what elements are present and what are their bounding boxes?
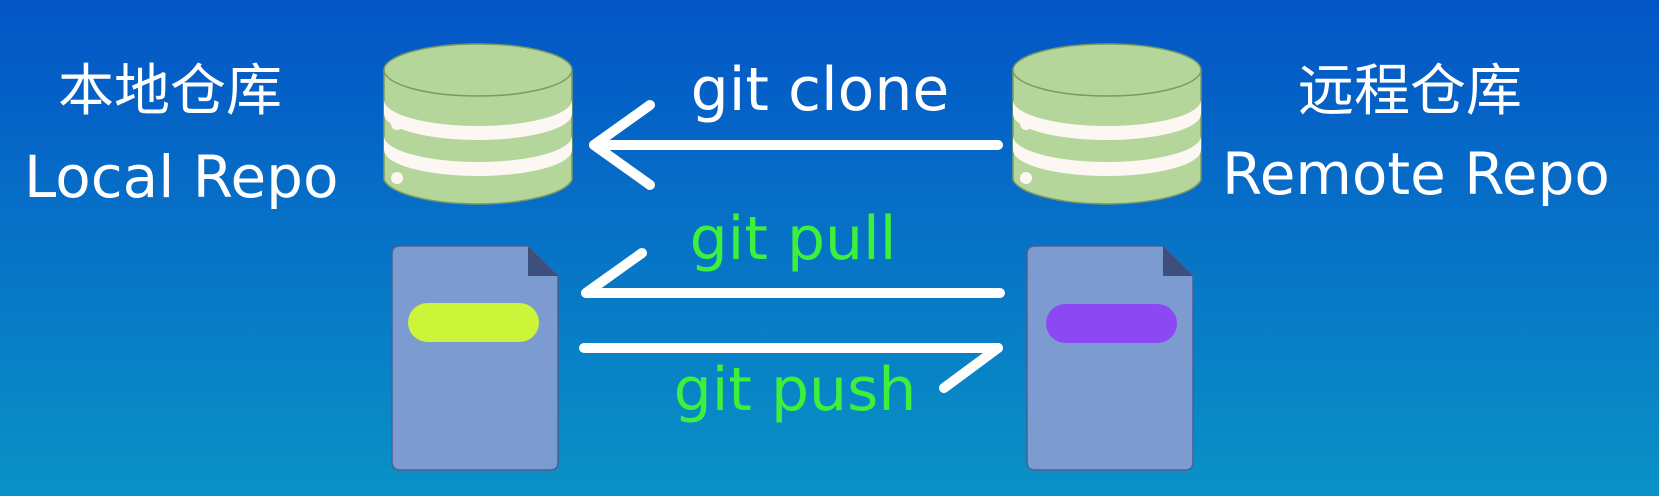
remote-database-icon (1012, 43, 1202, 205)
remote-file-icon (1026, 245, 1194, 471)
remote-file-content-bar (1046, 304, 1177, 343)
clone-arrow (589, 100, 1003, 190)
remote-repo-title-en: Remote Repo (1222, 140, 1610, 208)
push-arrow (579, 343, 1003, 393)
local-database-icon (383, 43, 573, 205)
git-push-label: git push (674, 355, 917, 425)
pull-arrow (581, 248, 1005, 298)
local-file-icon (391, 245, 559, 471)
git-pull-label: git pull (690, 204, 897, 274)
remote-repo-title-zh: 远程仓库 (1298, 59, 1522, 124)
local-repo-title-zh: 本地仓库 (58, 59, 282, 124)
git-clone-label: git clone (691, 55, 950, 125)
local-file-content-bar (408, 303, 539, 342)
local-repo-title-en: Local Repo (24, 143, 339, 211)
